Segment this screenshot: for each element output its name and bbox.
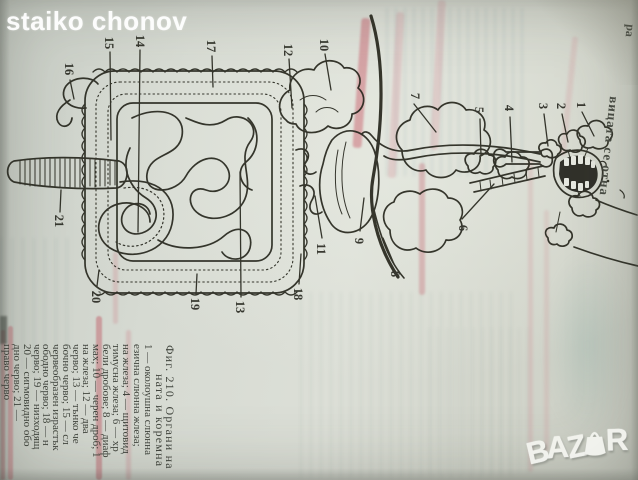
caption-line: 1 — околоушна слюнна — [142, 344, 154, 455]
shopping-bag-icon — [582, 427, 607, 463]
figure-number: 12 — [281, 44, 295, 57]
figure-number: 20 — [89, 291, 103, 304]
figure-number: 6 — [456, 225, 470, 231]
lung-upper — [395, 101, 492, 179]
figure-number: 9 — [352, 238, 366, 244]
page-corner-shadow — [528, 0, 638, 85]
photo-bottom-edge — [0, 468, 638, 480]
leader-lines — [59, 49, 595, 298]
figure-number: 14 — [133, 35, 147, 48]
caption-line: червеобразен израстък — [50, 344, 62, 451]
caption-line: дно черво; 21 — — [11, 344, 23, 422]
caption-line: на жлеза; 4 — щитовид — [120, 344, 132, 454]
figure-number: 17 — [204, 40, 218, 53]
caption-line: право черво — [1, 344, 13, 401]
corner-text-line: ра — [623, 24, 638, 38]
bazar-logo: B A Z R — [523, 420, 629, 472]
figure-number: 1 — [574, 102, 588, 108]
caption-line: черво; 13 — тънко че — [70, 344, 82, 444]
seller-watermark: staiko chonov — [6, 6, 188, 36]
small-intestine-coils — [120, 110, 258, 260]
esophagus-lines — [361, 131, 541, 163]
figure-numbers: 16 15 14 17 12 10 7 5 4 3 2 1 21 11 9 8 … — [52, 35, 588, 314]
lung-lower — [382, 188, 464, 253]
figure-number: 18 — [291, 288, 305, 301]
figure-number: 11 — [314, 243, 328, 255]
caption-line: мах; 10 — черен дроб; 1 — [90, 344, 102, 458]
teeth — [564, 155, 595, 191]
pancreas-duodenum — [295, 148, 323, 215]
caption-line: Фиг. 210. Органи на — [163, 345, 177, 470]
photo-left-edge — [0, 0, 10, 480]
face-lines — [573, 160, 638, 267]
rectum-outline — [6, 156, 128, 190]
appendix-shape — [55, 99, 73, 128]
caption-line: езична слюнна жлеза; — [131, 344, 143, 447]
figure-number: 10 — [317, 39, 331, 52]
colon-frame — [81, 68, 308, 296]
edge-smudge — [0, 316, 7, 344]
caption-line: бочно черво; 15 — сл — [60, 344, 72, 445]
figure-number: 4 — [502, 105, 516, 112]
figure-number: 15 — [102, 37, 116, 50]
caption-line: тимусна жлеза; 6 — хр — [110, 344, 122, 452]
figure-caption: Фиг. 210. Органи на ната и коремна 1 — о… — [1, 344, 177, 470]
caption-line: на жлеза; 12 — два — [80, 344, 92, 434]
figure-number: 13 — [233, 301, 247, 314]
sigmoid-colon — [97, 180, 174, 256]
caption-line: бели дробове; 8 — диаф — [100, 344, 112, 457]
figure-number: 3 — [536, 103, 550, 109]
logo-letter: R — [604, 421, 629, 458]
stomach-shape — [318, 130, 380, 234]
liver-shape — [278, 59, 365, 134]
diaphragm-line — [369, 14, 405, 279]
tongue-shape — [492, 148, 554, 168]
figure-number: 16 — [62, 63, 76, 76]
caption-line: ната и коремна — [153, 374, 167, 467]
figure-number: 5 — [472, 107, 486, 113]
figure-number: 7 — [408, 93, 422, 99]
photo-right-edge — [631, 0, 638, 480]
thyroid-gland — [494, 150, 531, 180]
caption-line: 20 — сигмовидно обо — [21, 344, 33, 447]
figure-number: 8 — [388, 271, 402, 277]
thymus-gland — [464, 148, 497, 175]
caption-line: ободно черво; 18 — н — [40, 344, 52, 446]
cecum — [62, 77, 99, 109]
figure-number: 19 — [188, 298, 202, 311]
caption-line: черво; 19 — низходящ — [31, 344, 43, 450]
salivary-glands — [538, 119, 614, 247]
figure-number: 2 — [554, 103, 568, 109]
corner-text-line: вицата се отна — [597, 96, 622, 197]
figure-number: 21 — [52, 215, 66, 228]
